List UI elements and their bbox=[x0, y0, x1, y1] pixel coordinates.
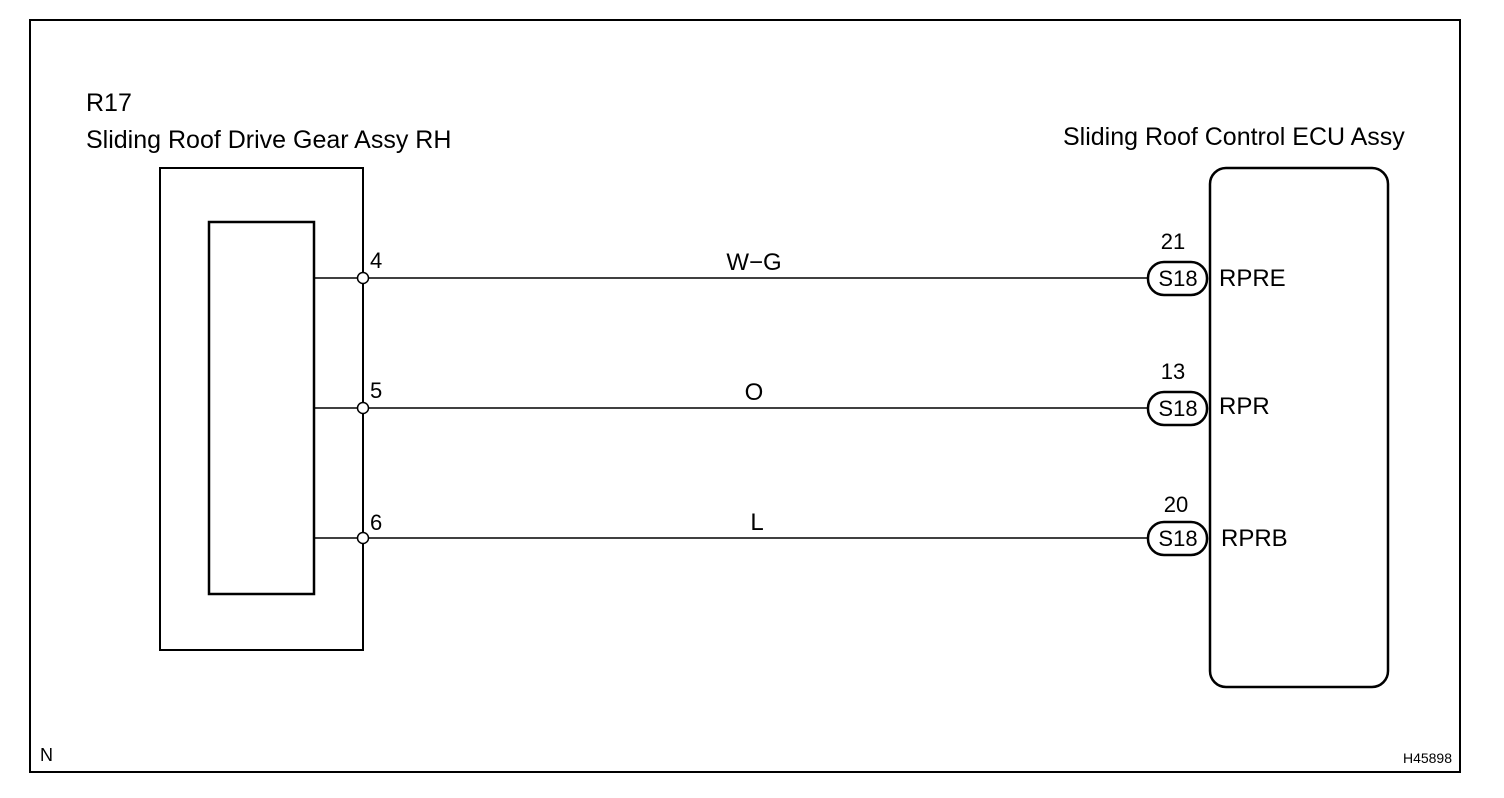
drive-gear-outer-box bbox=[159, 167, 364, 651]
left-pin-number: 4 bbox=[370, 248, 382, 273]
ecu-pin-number: 13 bbox=[1161, 359, 1185, 384]
connector-oval bbox=[1146, 390, 1209, 427]
right-component-name: Sliding Roof Control ECU Assy bbox=[1063, 123, 1405, 151]
ecu-terminal-name: RPRB bbox=[1221, 525, 1288, 552]
pin-terminal bbox=[356, 271, 370, 285]
connector-oval bbox=[1146, 260, 1209, 297]
connector-label: S18 bbox=[1158, 266, 1197, 291]
ecu-pin-number: 20 bbox=[1164, 492, 1188, 517]
connector-oval bbox=[1146, 520, 1209, 557]
pin-terminal bbox=[356, 401, 370, 415]
figure-code: H45898 bbox=[1403, 750, 1452, 766]
ecu-terminal-name: RPR bbox=[1219, 393, 1270, 420]
wire-color-label: O bbox=[745, 379, 764, 406]
connector-label: S18 bbox=[1158, 396, 1197, 421]
wire-row: 5 O 13 S18 RPR bbox=[314, 359, 1270, 427]
wire-color-label: L bbox=[750, 509, 763, 536]
connector-label: S18 bbox=[1158, 526, 1197, 551]
drive-gear-inner-box bbox=[207, 220, 316, 596]
left-component-code: R17 bbox=[86, 89, 132, 117]
wire-row: 6 L 20 S18 RPRB bbox=[314, 492, 1288, 557]
wire-row: 4 W−G 21 S18 RPRE bbox=[314, 229, 1286, 297]
diagram-border bbox=[29, 19, 1461, 773]
corner-mark: N bbox=[40, 745, 53, 765]
ecu-pin-number: 21 bbox=[1161, 229, 1185, 254]
left-pin-number: 6 bbox=[370, 510, 382, 535]
wire-color-label: W−G bbox=[726, 249, 781, 276]
left-pin-number: 5 bbox=[370, 378, 382, 403]
left-component-name: Sliding Roof Drive Gear Assy RH bbox=[86, 126, 451, 154]
ecu-terminal-name: RPRE bbox=[1219, 265, 1286, 292]
ecu-box bbox=[1208, 166, 1390, 689]
pin-terminal bbox=[356, 531, 370, 545]
